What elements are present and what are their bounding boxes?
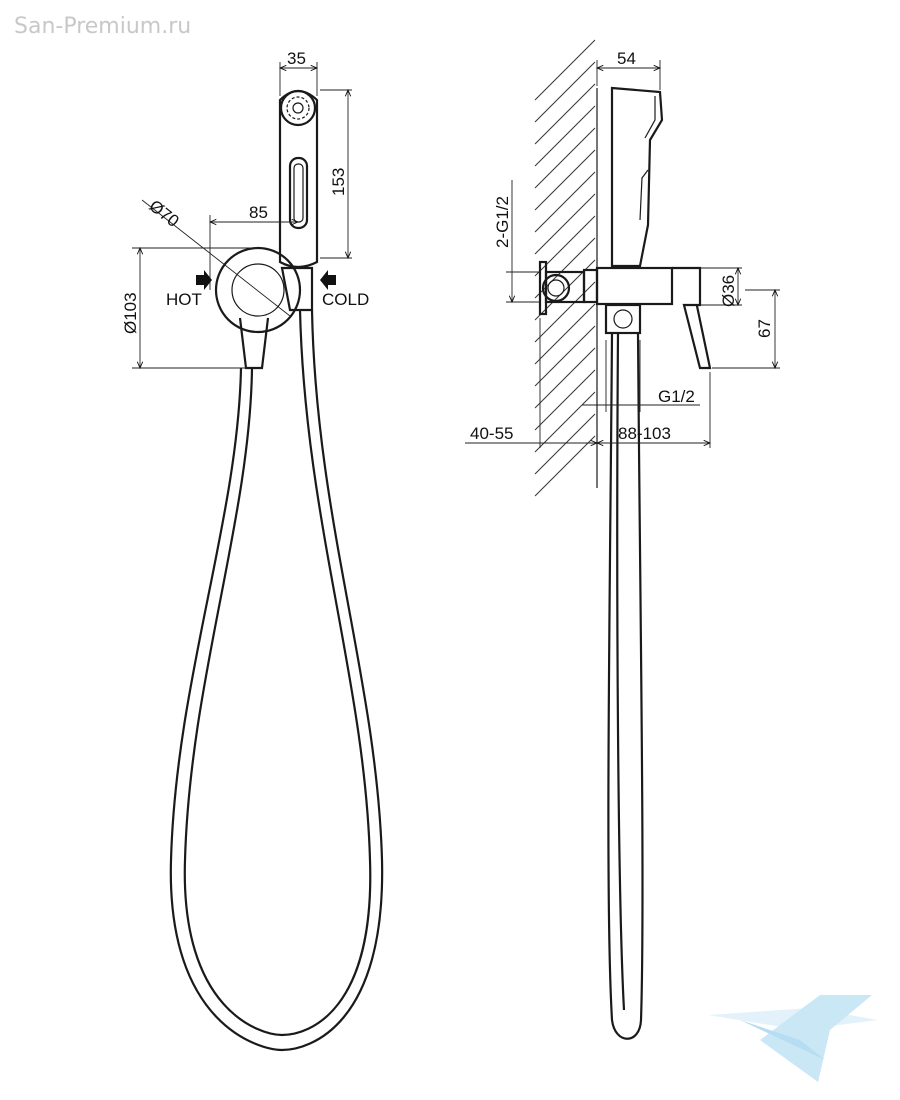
wall-hatch-line <box>534 171 596 233</box>
dim-body-diameter: Ø103 <box>121 292 140 334</box>
side-view: 54 2-G1/2 Ø36 67 G1/2 40-55 88-103 <box>465 39 780 1040</box>
front-dimensions: 35 153 85 Ø70 Ø103 HOT COLD <box>121 49 369 368</box>
wall-hatch-line <box>534 61 596 123</box>
wall-hatch-line <box>534 413 596 475</box>
handshower-side <box>610 86 664 268</box>
side-dimensions: 54 2-G1/2 Ø36 67 G1/2 40-55 88-103 <box>465 49 780 448</box>
dim-lever-diameter: Ø36 <box>719 275 738 307</box>
dim-height-handshower: 153 <box>329 168 348 196</box>
wall-hatch-line <box>534 325 596 387</box>
dim-wall-depth: 40-55 <box>470 424 513 443</box>
dim-flange-diameter: Ø70 <box>146 196 183 231</box>
wall-hatch-line <box>534 127 596 189</box>
wall-section <box>534 39 598 497</box>
hose-side <box>607 332 644 1040</box>
arrow-left-icon <box>320 270 336 290</box>
cold-label: COLD <box>322 290 369 309</box>
wall-hatch-line <box>534 369 596 431</box>
wall-hatch-line <box>534 347 596 409</box>
hand-shower <box>278 89 319 269</box>
wall-hatch-line <box>534 39 596 101</box>
dim-depth-top: 54 <box>617 49 636 68</box>
dim-outlet-thread: G1/2 <box>658 387 695 406</box>
wall-hatch-line <box>534 83 596 145</box>
dim-projection: 88-103 <box>618 424 671 443</box>
watermark-text: San-Premium.ru <box>14 14 191 39</box>
dim-lever-height: 67 <box>755 319 774 338</box>
front-view: 35 153 85 Ø70 Ø103 HOT COLD <box>121 49 384 1052</box>
wall-hatch-line <box>534 303 596 365</box>
wall-hatch-line <box>534 435 596 497</box>
hose <box>169 309 384 1052</box>
hot-label: HOT <box>166 290 202 309</box>
dim-inlet-thread: 2-G1/2 <box>493 196 512 248</box>
dim-offset: 85 <box>249 203 268 222</box>
wall-hatch-line <box>534 149 596 211</box>
arrow-right-icon <box>196 270 212 290</box>
brand-logo-icon <box>708 995 878 1082</box>
dim-width-handshower: 35 <box>287 49 306 68</box>
body-side <box>538 260 712 370</box>
wall-hatch-line <box>534 105 596 167</box>
wall-hatch-line <box>534 391 596 453</box>
wall-hatch-line <box>534 215 596 277</box>
wall-hatch-line <box>534 193 596 255</box>
